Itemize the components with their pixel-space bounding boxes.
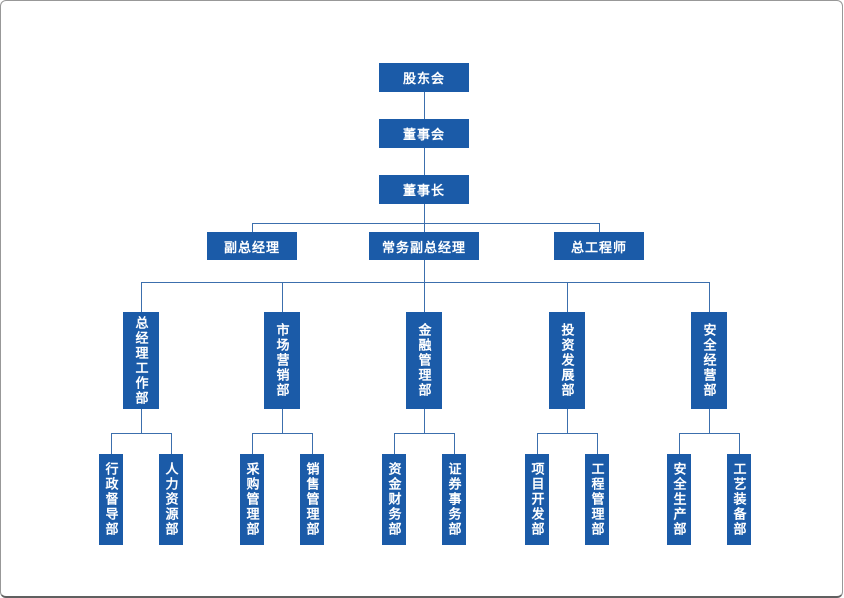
connector-line	[252, 223, 599, 224]
connector-line	[567, 282, 568, 312]
node-dept-safety-operation: 安全经营部	[691, 312, 727, 409]
node-chairman: 董事长	[379, 175, 469, 204]
node-sub-project-development: 项目开发部	[525, 454, 549, 545]
connector-line	[394, 433, 454, 434]
connector-line	[111, 433, 171, 434]
connector-line	[537, 433, 538, 454]
node-sub-human-resources: 人力资源部	[159, 454, 183, 545]
connector-line	[454, 433, 455, 454]
connector-line	[171, 433, 172, 454]
connector-line	[252, 433, 253, 454]
node-executive-deputy-general-manager: 常务副总经理	[369, 232, 479, 260]
node-sub-admin-supervision: 行政督导部	[99, 454, 123, 545]
connector-line	[567, 409, 568, 433]
connector-line	[599, 223, 600, 232]
connector-line	[424, 260, 425, 282]
node-sub-engineering-management: 工程管理部	[585, 454, 609, 545]
connector-line	[424, 409, 425, 433]
connector-line	[252, 433, 312, 434]
node-shareholders-meeting: 股东会	[379, 63, 469, 92]
connector-line	[679, 433, 680, 454]
connector-line	[424, 148, 425, 175]
connector-line	[111, 433, 112, 454]
node-sub-procurement: 采购管理部	[240, 454, 264, 545]
connector-line	[424, 204, 425, 232]
node-dept-marketing: 市场营销部	[264, 312, 300, 409]
node-dept-gm-office: 总经理工作部	[123, 312, 159, 409]
connector-line	[597, 433, 598, 454]
connector-line	[739, 433, 740, 454]
node-sub-sales-management: 销售管理部	[300, 454, 324, 545]
connector-line	[141, 282, 710, 283]
node-dept-finance-management: 金融管理部	[406, 312, 442, 409]
connector-line	[312, 433, 313, 454]
node-sub-process-equipment: 工艺装备部	[727, 454, 751, 545]
node-deputy-general-manager: 副总经理	[207, 232, 297, 260]
node-board-of-directors: 董事会	[379, 119, 469, 148]
connector-line	[282, 409, 283, 433]
node-sub-funds-finance: 资金财务部	[382, 454, 406, 545]
connector-line	[424, 282, 425, 312]
connector-line	[394, 433, 395, 454]
node-sub-securities-affairs: 证券事务部	[442, 454, 466, 545]
connector-line	[282, 282, 283, 312]
node-sub-safety-production: 安全生产部	[667, 454, 691, 545]
connector-line	[709, 282, 710, 312]
connector-line	[141, 282, 142, 312]
connector-line	[709, 409, 710, 433]
connector-line	[252, 223, 253, 232]
node-chief-engineer: 总工程师	[554, 232, 644, 260]
connector-line	[424, 92, 425, 119]
connector-line	[141, 409, 142, 433]
node-dept-investment-development: 投资发展部	[549, 312, 585, 409]
connector-line	[537, 433, 597, 434]
connector-line	[679, 433, 739, 434]
